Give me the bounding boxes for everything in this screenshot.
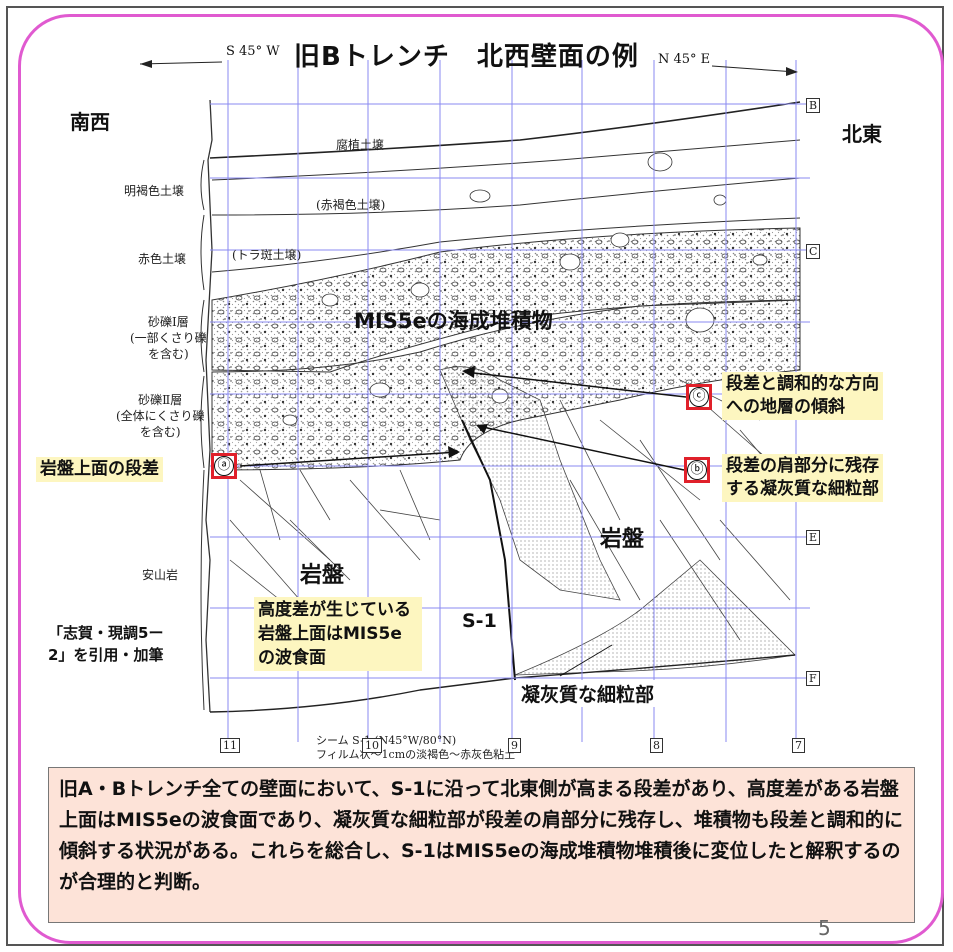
s1-fault	[461, 419, 516, 681]
seam-description: シーム S-1 (N45°W/80°N) フィルム状～1cmの淡褐色～赤灰色粘土	[316, 734, 516, 761]
layer-light-brown-label: 明褐色土壌	[124, 184, 185, 198]
page-number: 5	[818, 916, 831, 940]
bedrock-fractures	[229, 379, 801, 641]
marker-b: ⓑ	[684, 457, 710, 483]
direction-left-label: S 45° W	[226, 44, 280, 59]
layer-gravel-2-label: 砂礫Ⅱ層 (全体にくさり礫 を含む)	[116, 393, 205, 439]
callout-a-text: 岩盤上面の段差	[36, 457, 163, 482]
topsoil-base	[211, 139, 801, 181]
side-southwest-label: 南西	[70, 110, 110, 134]
layer-reddish-brown-label: (赤褐色土壌)	[316, 198, 386, 212]
ground-surface	[209, 101, 801, 159]
layer-top-soil-label: 腐植土壌	[336, 138, 385, 152]
marker-c: ⓒ	[686, 384, 712, 410]
marine-deposit-label: MIS5eの海成堆積物	[354, 309, 553, 333]
tuff-fine-part-label: 凝灰質な細粒部	[518, 680, 658, 707]
red-soil-base	[211, 217, 801, 273]
arrowhead-a	[448, 446, 460, 458]
summary-box: 旧A・Bトレンチ全ての壁面において、S-1に沿って北東側が高まる段差があり、高度…	[48, 767, 915, 923]
arrowhead-b	[476, 424, 488, 434]
grid-tag-8: 8	[650, 738, 663, 753]
bedrock-left-label: 岩盤	[300, 563, 345, 588]
wave-cut-surface-note: 高度差が生じている岩盤上面はMIS5eの波食面	[254, 597, 422, 671]
s1-label: S-1	[462, 610, 497, 632]
wall-left-edge	[205, 99, 213, 713]
citation-note: 「志賀・現調5ー2」を引用・加筆	[48, 624, 164, 664]
layer-andesite-label: 安山岩	[142, 568, 179, 582]
slide-title: 旧Bトレンチ 北西壁面の例	[294, 42, 639, 72]
grid-tag-9: 9	[508, 738, 521, 753]
bedrock-right-label: 岩盤	[600, 527, 645, 552]
callout-b-text: 段差の肩部分に残存 する凝灰質な細粒部	[722, 454, 883, 502]
grid-tag-F: F	[806, 671, 820, 686]
callout-c-text: 段差と調和的な方向 への地層の傾斜	[722, 372, 883, 420]
layer-tiger-soil-label: (トラ斑土壌)	[232, 248, 302, 262]
layer-red-soil-label: 赤色土壌	[138, 252, 187, 266]
light-brown-base	[211, 177, 801, 216]
layer-gravel-1-label: 砂礫Ⅰ層 (一部くさり礫 を含む)	[130, 315, 207, 361]
grid-tag-7: 7	[792, 738, 805, 753]
callout-arrows	[239, 371, 687, 471]
marker-a: ⓐ	[211, 453, 237, 479]
side-northeast-label: 北東	[842, 122, 882, 146]
arrowhead-c	[462, 366, 475, 378]
grid-tag-E: E	[806, 530, 821, 545]
slide-border	[18, 14, 944, 944]
direction-right-label: N 45° E	[658, 52, 711, 67]
grid-tag-10: 10	[362, 738, 382, 753]
grid-tag-B: B	[806, 98, 821, 113]
grid-tag-C: C	[806, 244, 821, 259]
grid-tag-11: 11	[220, 738, 240, 753]
